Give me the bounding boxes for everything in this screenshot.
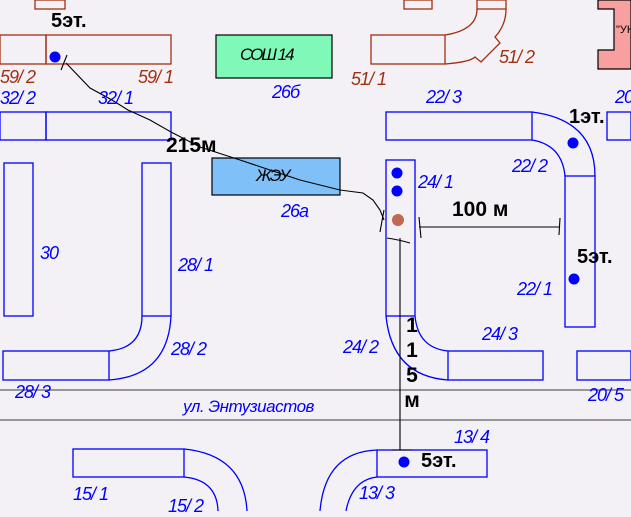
tick-mark [418, 216, 422, 239]
building-28 [2, 162, 172, 381]
label-13-4: 13/ 4 [454, 427, 490, 447]
school-building [215, 34, 333, 79]
building-24 [385, 159, 544, 381]
label-28-3: 28/ 3 [15, 382, 51, 402]
building-pink [597, 0, 631, 70]
label-24-1: 24/ 1 [418, 172, 454, 192]
distance-digit: 5 [406, 364, 418, 387]
floor-label-22-1: 5эт. [577, 246, 613, 268]
tick-mark [558, 217, 561, 236]
building-top-small-2 [403, 0, 433, 10]
label-24-3: 24/ 3 [482, 324, 518, 344]
label-32-2: 32/ 2 [0, 88, 36, 108]
building-32-1 [45, 111, 172, 141]
label-22-3: 22/ 3 [426, 87, 462, 107]
zheu-name: ЖЭУ [256, 166, 290, 185]
label-32-1: 32/ 1 [98, 88, 134, 108]
label-15-1: 15/ 1 [73, 484, 109, 504]
building-20 [606, 111, 631, 141]
building-30 [3, 162, 34, 317]
point-24-1-a[interactable] [391, 167, 403, 179]
building-13 [319, 449, 488, 511]
distance-line-215 [65, 62, 385, 221]
building-20-5 [576, 350, 631, 381]
building-32-2 [0, 111, 47, 141]
pink-building-name: "УН [616, 24, 631, 36]
zheu-building [211, 157, 341, 196]
point-22-2[interactable] [567, 137, 579, 149]
label-20-5: 20/ 5 [588, 385, 624, 405]
label-24-2: 24/ 2 [343, 337, 379, 357]
street-name: ул. Энтузиастов [183, 397, 314, 416]
point-24-1-source[interactable] [392, 214, 404, 226]
floor-label-59: 5эт. [51, 10, 87, 32]
label-20: 20 [615, 87, 631, 107]
label-28-2: 28/ 2 [171, 339, 207, 359]
distance-label-215: 215м [166, 134, 217, 157]
label-26a: 26а [281, 201, 309, 221]
school-name: СОШ 14 [240, 45, 295, 64]
point-22-1[interactable] [568, 273, 580, 285]
label-59-2: 59/ 2 [0, 67, 36, 87]
label-28-1: 28/ 1 [178, 255, 214, 275]
distance-digit: 1 [406, 314, 418, 337]
label-51-1: 51/ 1 [351, 69, 387, 89]
label-51-2: 51/ 2 [499, 47, 535, 67]
building-59-1 [45, 34, 172, 65]
label-15-2: 15/ 2 [168, 496, 204, 516]
tick-mark [379, 209, 385, 233]
distance-label-100: 100 м [452, 198, 509, 221]
floor-label-22-2: 1эт. [569, 106, 605, 128]
label-30: 30 [40, 243, 59, 263]
distance-label-115: 1 1 5 м [402, 313, 422, 413]
building-59-2 [0, 34, 47, 65]
point-13-4[interactable] [398, 456, 410, 468]
tick-mark [60, 54, 68, 71]
tick-mark [386, 237, 411, 244]
point-59[interactable] [49, 51, 61, 63]
label-26b: 26б [272, 82, 300, 102]
distance-unit: м [404, 389, 420, 412]
label-13-3: 13/ 3 [359, 483, 395, 503]
label-59-1: 59/ 1 [138, 67, 174, 87]
building-51 [370, 0, 507, 65]
building-15 [72, 448, 248, 511]
label-22-1: 22/ 1 [517, 279, 553, 299]
label-22-2: 22/ 2 [512, 156, 548, 176]
building-top-small [34, 0, 66, 10]
distance-digit: 1 [406, 339, 418, 362]
point-24-1-b[interactable] [391, 185, 403, 197]
building-22 [385, 111, 596, 328]
floor-label-13-4: 5эт. [421, 450, 457, 472]
